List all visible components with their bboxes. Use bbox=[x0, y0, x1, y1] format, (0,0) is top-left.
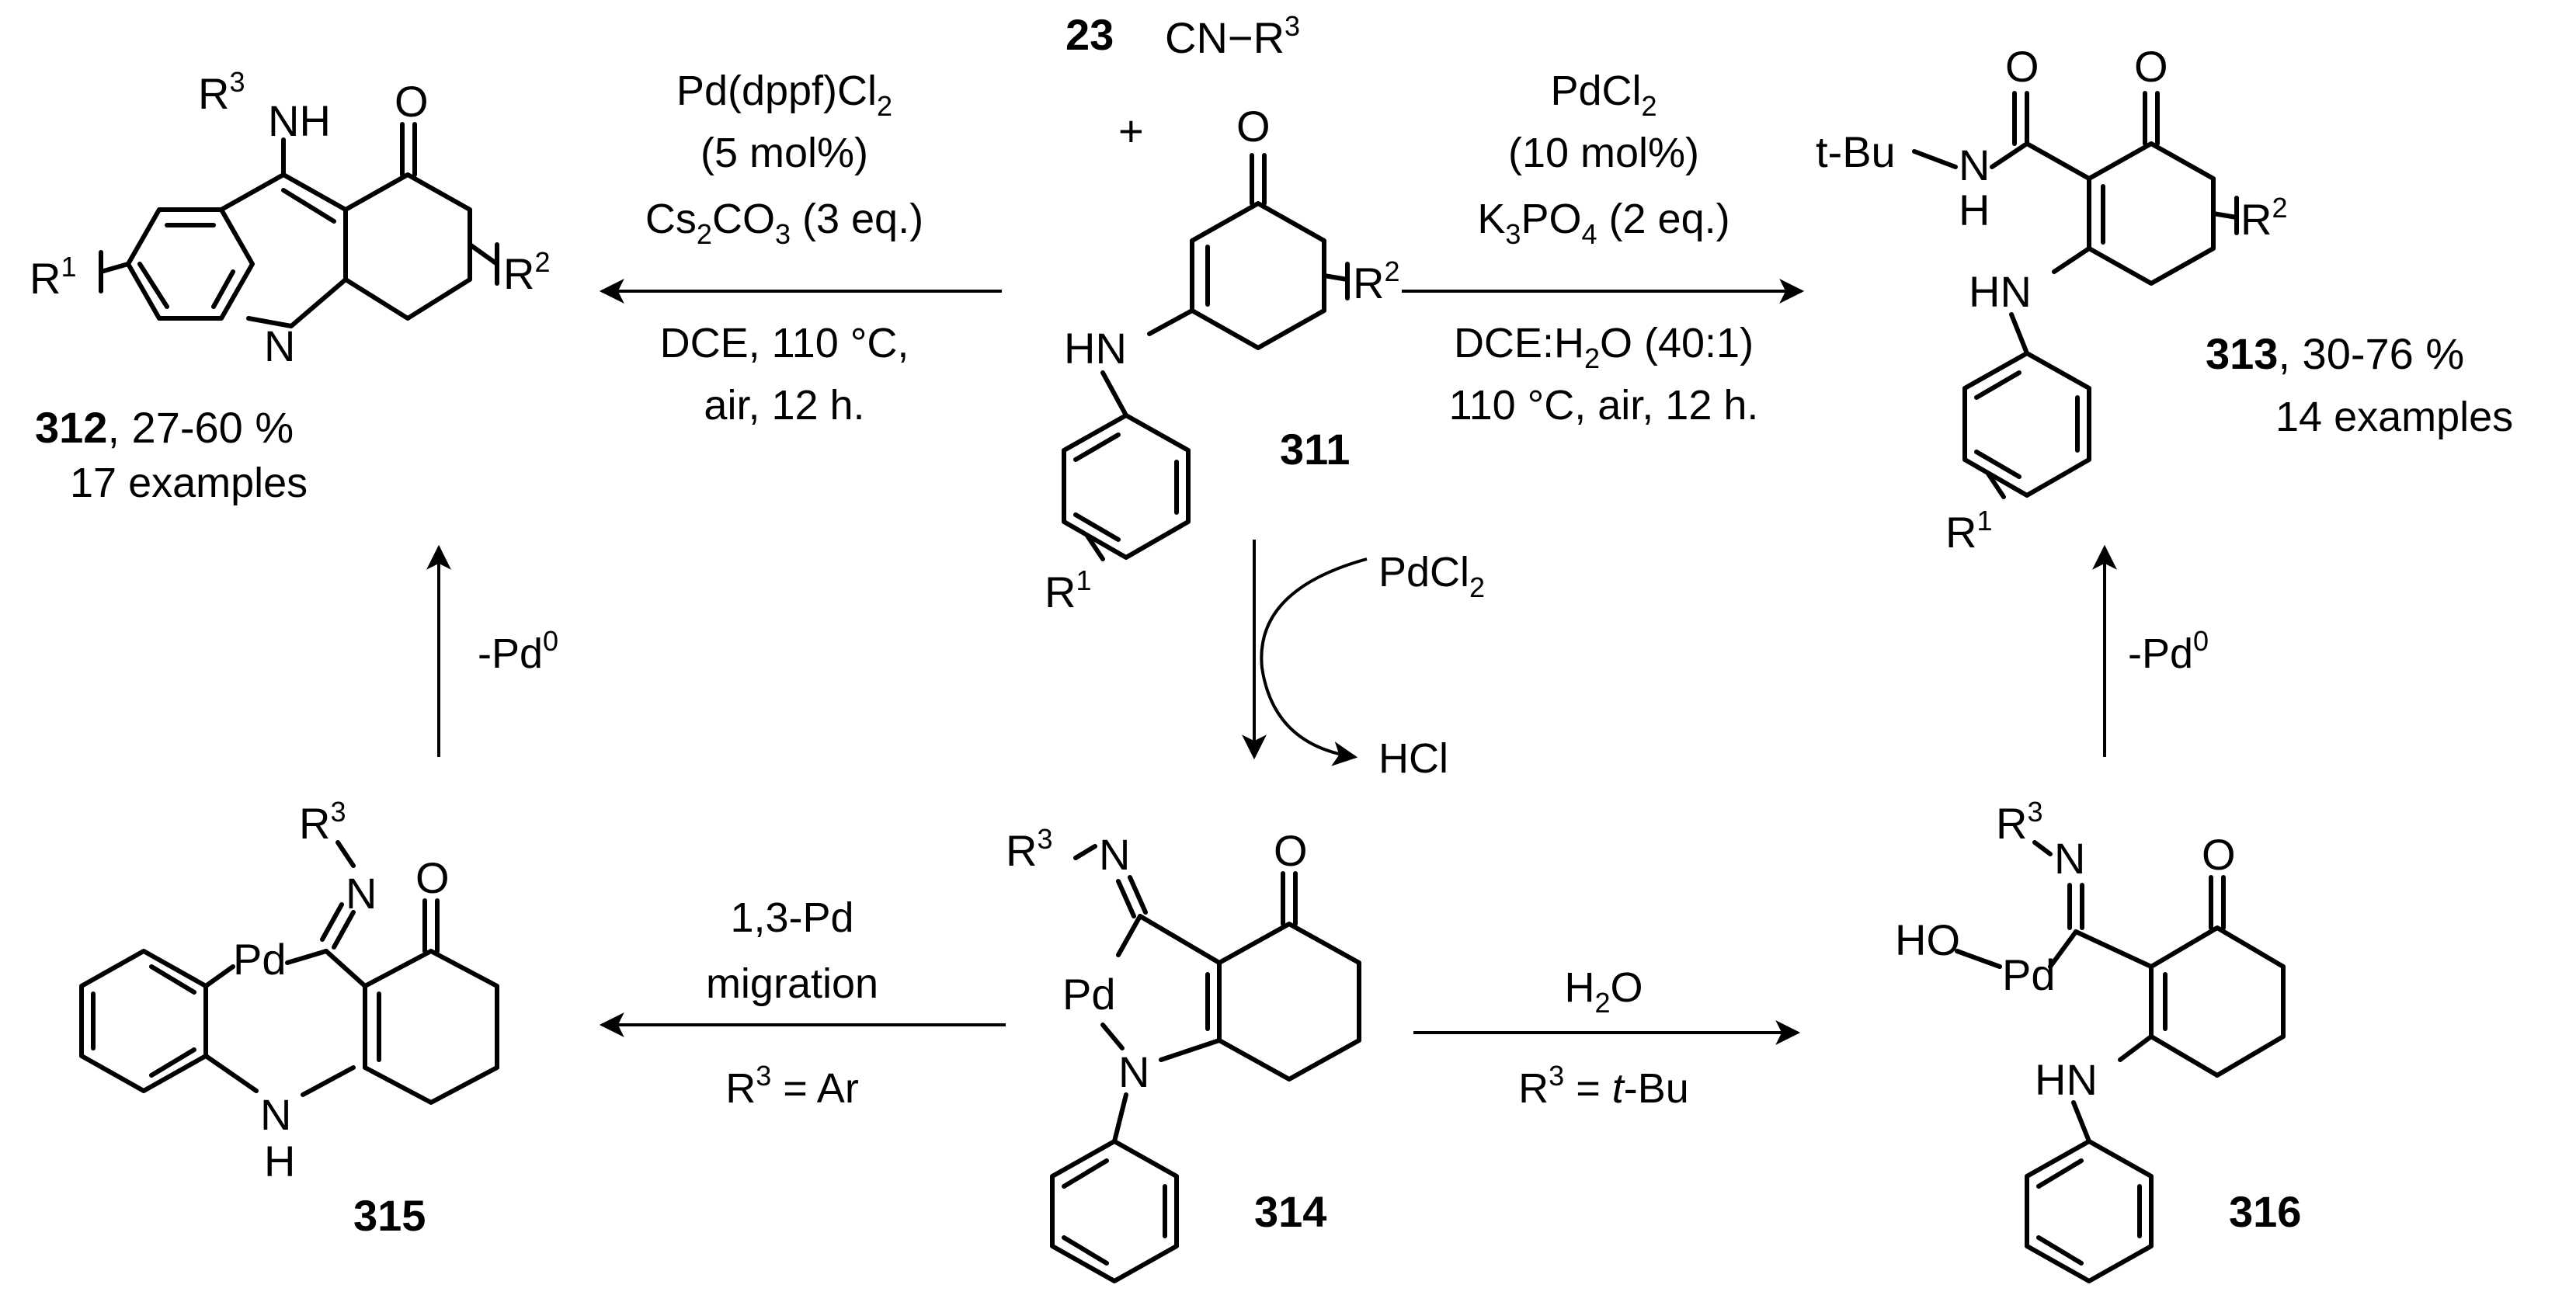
cond-step-type: migration bbox=[706, 960, 878, 1007]
reagent-number: 23 bbox=[1066, 10, 1114, 59]
atom-O: O bbox=[415, 853, 450, 902]
atom-R2: R2 bbox=[2241, 192, 2287, 244]
atom-R2: R2 bbox=[1353, 255, 1399, 307]
atom-N: N bbox=[1118, 1047, 1149, 1096]
atom-Pd: Pd bbox=[1062, 970, 1116, 1019]
atom-NH: NH bbox=[268, 96, 331, 145]
cond-temp-time: 110 °C, air, 12 h. bbox=[1449, 382, 1759, 429]
atom-O: O bbox=[2202, 830, 2236, 879]
atom-HN: HN bbox=[2035, 1055, 2098, 1104]
cond-left-up: -Pd0 bbox=[478, 625, 558, 677]
cond-catalyst: PdCl2 bbox=[1550, 68, 1656, 122]
atom-N: N bbox=[260, 1090, 291, 1139]
conditions-left-top: Pd(dppf)Cl2 (5 mol%) Cs2CO3 (3 eq.) DCE,… bbox=[645, 68, 923, 429]
atom-HN: HN bbox=[1064, 324, 1127, 373]
atom-R3: R3 bbox=[299, 796, 346, 848]
compound-label-315: 315 bbox=[353, 1191, 426, 1240]
atom-R1: R1 bbox=[1945, 505, 1992, 557]
conditions-center: PdCl2 HCl bbox=[1378, 549, 1485, 782]
curved-arrow-pd bbox=[1260, 557, 1368, 766]
atom-Pd: Pd bbox=[2002, 950, 2056, 999]
compound-label-313: 313, 30-76 % bbox=[2206, 329, 2464, 378]
atom-N: N bbox=[1099, 830, 1130, 879]
atom-N: N bbox=[264, 321, 295, 370]
cond-water: H2O bbox=[1564, 964, 1643, 1019]
cond-base: K3PO4 (2 eq.) bbox=[1477, 196, 1730, 250]
atom-N: N bbox=[2054, 834, 2085, 883]
atom-O: O bbox=[2134, 42, 2168, 91]
reagent-out: HCl bbox=[1378, 735, 1448, 782]
atom-Pd: Pd bbox=[233, 935, 287, 984]
atom-O: O bbox=[2005, 42, 2039, 91]
atom-R3: R3 bbox=[198, 66, 245, 118]
atom-R3: R3 bbox=[1996, 796, 2042, 848]
compound-313: t-Bu N H O O R2 HN R1 313, 30-76 % 14 ex… bbox=[1816, 42, 2513, 557]
conditions-right-bottom: H2O R3 = t-Bu bbox=[1518, 964, 1689, 1112]
conditions-left-bottom: 1,3-Pd migration R3 = Ar bbox=[706, 894, 878, 1112]
compound-316: R3 N HO Pd O HN 316 bbox=[1895, 796, 2301, 1283]
atom-O: O bbox=[395, 77, 429, 126]
atom-R2: R2 bbox=[503, 246, 550, 298]
compound-label-312: 312, 27-60 % bbox=[35, 403, 294, 452]
compound-315: R3 N Pd N H O 315 bbox=[79, 796, 499, 1240]
compound-312: R1 N NH R3 O R2 312, 27-60 % 17 examples bbox=[30, 66, 550, 506]
atom-tBu: t-Bu bbox=[1816, 127, 1896, 176]
atom-R1: R1 bbox=[30, 251, 76, 303]
reagent-in: PdCl2 bbox=[1378, 549, 1485, 603]
atom-O: O bbox=[1236, 102, 1271, 151]
atom-R3: R3 bbox=[1006, 823, 1052, 875]
reagent-23: 23 CN−R3 + bbox=[1066, 10, 1300, 155]
cond-substituent: R3 = t-Bu bbox=[1518, 1060, 1689, 1112]
atom-N: N bbox=[1959, 141, 1990, 189]
atom-HN: HN bbox=[1969, 267, 2032, 316]
cond-base: Cs2CO3 (3 eq.) bbox=[645, 196, 923, 250]
cond-substituent: R3 = Ar bbox=[725, 1060, 859, 1112]
atom-N: N bbox=[346, 869, 377, 918]
atom-H: H bbox=[1959, 186, 1990, 234]
cond-loading: (5 mol%) bbox=[700, 130, 868, 176]
compound-314: R3 N Pd N O 314 bbox=[1006, 823, 1361, 1283]
examples-312: 17 examples bbox=[70, 460, 308, 506]
compound-311: O R2 HN R1 311 bbox=[1045, 102, 1399, 616]
cond-right-up: -Pd0 bbox=[2128, 625, 2209, 677]
examples-313: 14 examples bbox=[2275, 394, 2513, 440]
atom-HO: HO bbox=[1895, 915, 1960, 964]
cond-time: air, 12 h. bbox=[704, 382, 864, 429]
reagent-formula: CN−R3 bbox=[1165, 10, 1300, 62]
atom-O: O bbox=[1274, 826, 1308, 875]
atom-H: H bbox=[264, 1137, 295, 1186]
atom-R1: R1 bbox=[1045, 564, 1091, 616]
compound-label-314: 314 bbox=[1254, 1187, 1326, 1236]
cond-solvent: DCE:H2O (40:1) bbox=[1454, 320, 1754, 374]
conditions-right-top: PdCl2 (10 mol%) K3PO4 (2 eq.) DCE:H2O (4… bbox=[1449, 68, 1759, 429]
compound-label-316: 316 bbox=[2229, 1187, 2301, 1236]
cond-loading: (10 mol%) bbox=[1508, 130, 1699, 176]
plus-sign: + bbox=[1118, 106, 1144, 155]
cond-step: 1,3-Pd bbox=[730, 894, 853, 941]
cond-catalyst: Pd(dppf)Cl2 bbox=[676, 68, 892, 122]
cond-solvent-temp: DCE, 110 °C, bbox=[660, 320, 909, 366]
compound-label-311: 311 bbox=[1280, 425, 1350, 474]
